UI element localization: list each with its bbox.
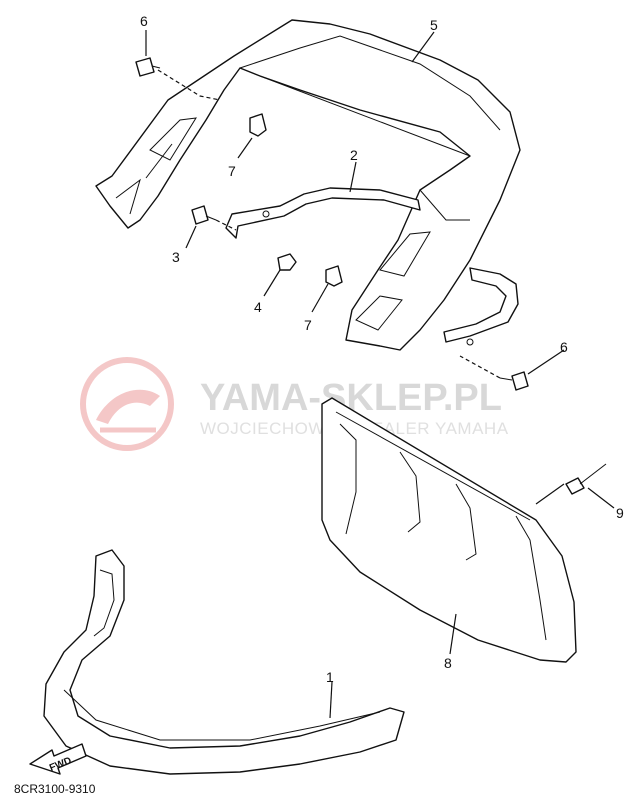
bolt-6-right (499, 371, 529, 391)
watermark-logo (80, 357, 174, 451)
part-5-rear-rack (95, 19, 521, 351)
bolt-6-top (135, 57, 161, 77)
clip-7-bottom (325, 265, 343, 287)
callout-4: 4 (254, 299, 262, 315)
diagram-code: 8CR3100-9310 (14, 782, 96, 796)
part-1-front-guard (43, 549, 405, 775)
callout-6-top: 6 (140, 13, 148, 29)
rivet-9 (565, 463, 607, 495)
callout-7-bottom: 7 (304, 317, 312, 333)
callout-5: 5 (430, 17, 438, 33)
callout-3: 3 (172, 249, 180, 265)
fwd-arrow: FWD (29, 743, 87, 775)
callout-6-right: 6 (560, 339, 568, 355)
clip-7-top (249, 113, 267, 137)
watermark: YAMA-SKLEP.PL WOJCIECHOWSKI DEALER YAMAH… (80, 357, 508, 451)
part-8-mud-flap (321, 397, 577, 663)
callout-9: 9 (616, 505, 624, 521)
callout-8: 8 (444, 655, 452, 671)
callouts: 6 5 7 2 3 4 7 6 9 8 1 (140, 13, 624, 685)
callout-7-top: 7 (228, 163, 236, 179)
leader-lines (145, 30, 615, 719)
callout-1: 1 (326, 669, 334, 685)
callout-2: 2 (350, 147, 358, 163)
bolt-3 (191, 205, 217, 225)
nut-4 (277, 253, 297, 271)
part-2-support-bar (225, 187, 519, 346)
